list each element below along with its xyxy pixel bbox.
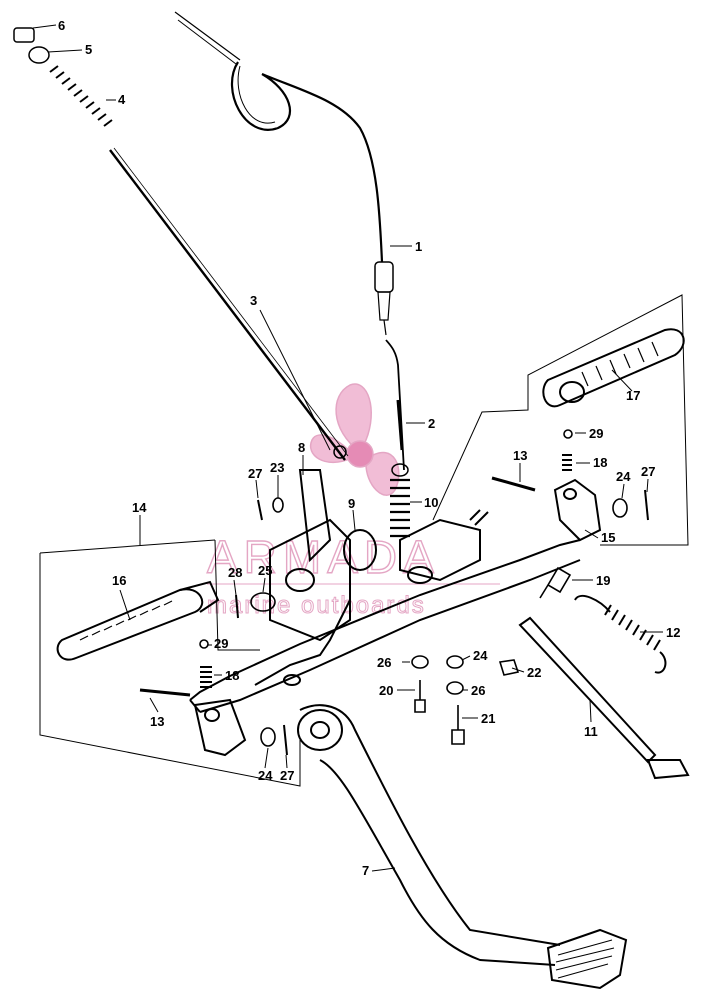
callout-25: 25 [258,563,272,578]
detent-spring-left [200,666,212,688]
frame-boss [399,518,481,582]
callout-7: 7 [362,863,369,878]
watermark: ARMADA marine outboards [206,383,500,620]
bolt-21 [451,705,465,745]
cotter-pin-27-a [257,499,263,521]
group-boundaries [39,294,689,787]
callout-8: 8 [298,440,305,455]
callout-26-a: 26 [377,655,391,670]
washer-24-right [612,498,628,518]
callout-24-right: 24 [616,469,631,484]
washer-26-b [446,681,464,695]
brake-pedal [297,704,628,990]
callout-6: 6 [58,18,65,33]
callout-27-c: 27 [280,768,294,783]
pivot-bushing [343,529,377,571]
callout-27-b: 27 [641,464,655,479]
left-group-boundary [39,553,301,787]
callout-22: 22 [527,665,541,680]
callout-18-left: 18 [225,668,239,683]
cotter-pin-27-c [283,724,288,756]
right-group-boundary [432,294,689,546]
callout-28: 28 [228,565,242,580]
callout-14: 14 [132,500,147,515]
callout-17: 17 [626,388,640,403]
side-stand [518,616,690,780]
rod-spring [49,65,113,127]
pivot-rod-assembly [385,339,410,538]
callout-21: 21 [481,711,495,726]
callout-10: 10 [424,495,438,510]
callout-9: 9 [348,496,355,511]
callout-12: 12 [666,625,680,640]
callout-29-right: 29 [589,426,603,441]
washer-23 [272,497,284,513]
cotter-pin-27-b [644,489,649,521]
rod-collar [28,46,50,64]
callout-16: 16 [112,573,126,588]
cable-adjuster [374,261,394,293]
shift-rod [109,149,346,461]
callout-13-left: 13 [150,714,164,729]
pivot-bracket [269,518,351,642]
callout-20: 20 [379,683,393,698]
callout-19: 19 [596,573,610,588]
callout-11: 11 [584,724,598,739]
callout-3: 3 [250,293,257,308]
callout-5: 5 [85,42,92,57]
watermark-brand: ARMADA [207,531,440,583]
detent-ball-right [563,429,573,439]
hardware [139,429,649,756]
left-inner-boundary [214,539,260,651]
callout-27-a: 27 [248,466,262,481]
leader-lines [32,24,663,872]
callout-24-left: 24 [258,768,273,783]
left-footpeg [56,580,220,661]
propeller-logo-icon [309,383,400,496]
watermark-tagline: marine outboards [207,592,426,619]
washer-26 [411,655,429,669]
callout-26-b: 26 [471,683,485,698]
pivot-bolt [539,566,572,599]
nut-22 [498,659,520,676]
callout-15: 15 [601,530,615,545]
callout-18-right: 18 [593,455,607,470]
washer-24 [446,655,464,669]
washer-24-left [260,727,276,747]
side-stand-spring [574,594,667,674]
clevis-pin-right [491,476,536,492]
rod-end-nut [13,27,35,43]
brake-pedal-pad [546,928,628,990]
right-footpeg [542,328,685,408]
callout-13-right: 13 [513,448,527,463]
right-footpeg-bracket [553,478,602,542]
left-group-top-edge [39,539,216,554]
return-spring [390,478,410,538]
callout-23: 23 [270,460,284,475]
left-footpeg-bracket [193,698,247,757]
callout-29-left: 29 [214,636,228,651]
detent-spring-right [562,454,572,471]
callout-4: 4 [118,92,126,107]
callout-1: 1 [415,239,422,254]
detent-ball-left [199,639,209,649]
clutch-cable [174,11,394,336]
callout-24-mid: 24 [473,648,488,663]
main-frame [189,469,581,713]
shift-rod-assembly [13,27,349,461]
clevis-pin-left [139,688,191,697]
cotter-pin-28 [235,594,239,619]
washer-25 [250,592,276,612]
bolt-20 [414,680,426,713]
callout-2: 2 [428,416,435,431]
callouts: 6 5 4 3 1 2 10 9 8 23 27 14 16 25 28 29 … [58,18,680,878]
